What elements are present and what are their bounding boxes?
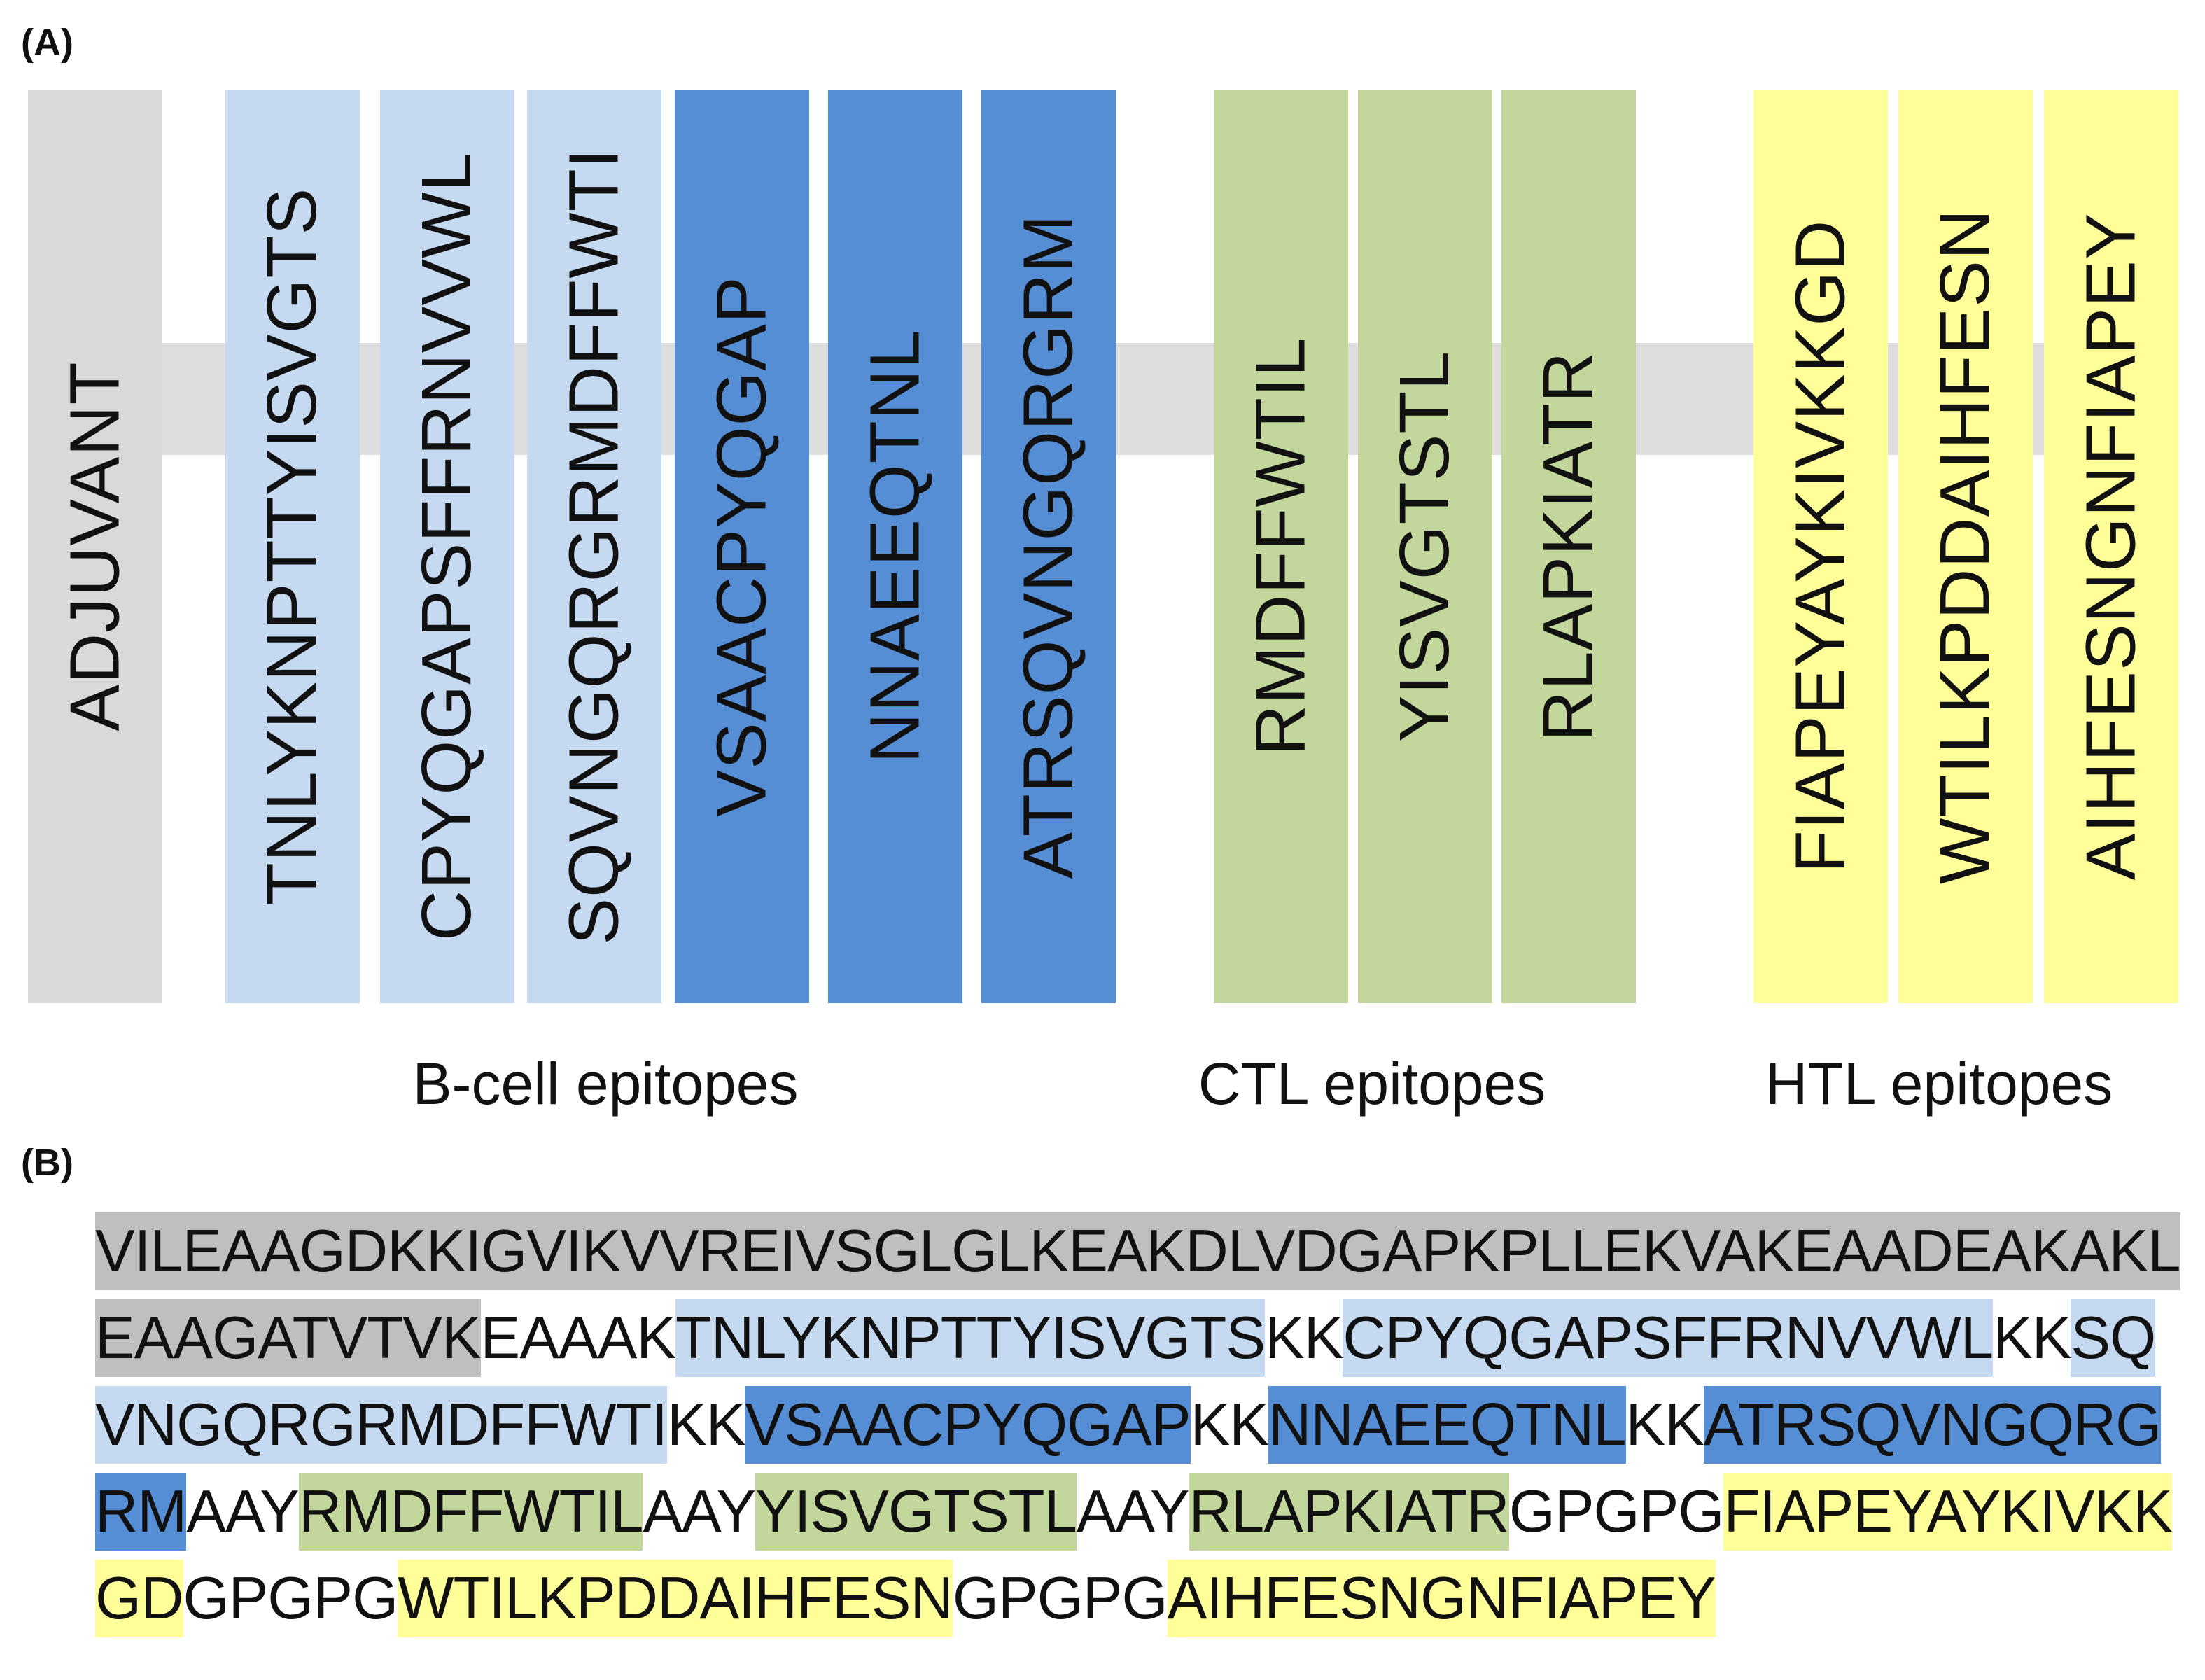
linker-segment: KK: [1190, 1392, 1269, 1458]
highlighted-segment: AIHFESNGNFIAPEY: [1167, 1560, 1716, 1637]
block-label: RMDFFWTIL: [1241, 337, 1320, 756]
epitope-block: SQVNGQRGRMDFFWTI: [527, 90, 662, 1003]
block-label: AIHFESNGNFIAPEY: [2071, 212, 2150, 881]
block-label: CPYQGAPSFFRNVVWL: [407, 151, 486, 941]
linker-segment: KK: [1993, 1305, 2071, 1371]
linker-segment: GPGPG: [183, 1565, 399, 1632]
ctl-epitopes-caption: CTL epitopes: [1198, 1051, 1546, 1116]
linker-segment: AAY: [643, 1478, 756, 1545]
epitope-block: NNAEEQTNL: [828, 90, 962, 1003]
highlighted-segment: WTILKPDDAIHFESN: [398, 1560, 953, 1637]
epitope-block: RLAPKIATR: [1502, 90, 1636, 1003]
block-label: RLAPKIATR: [1529, 351, 1608, 742]
epitope-block: ATRSQVNGQRGRM: [981, 90, 1116, 1003]
block-label: FIAPEYAYKIVKKGD: [1781, 219, 1860, 874]
linker-segment: AAY: [186, 1478, 300, 1545]
epitope-block: TNLYKNPTTYISVGTS: [225, 90, 360, 1003]
epitope-block: VSAACPYQGAP: [675, 90, 809, 1003]
linker-segment: AAY: [1076, 1478, 1190, 1545]
highlighted-segment: TNLYKNPTTYISVGTS: [676, 1299, 1266, 1377]
epitope-block: CPYQGAPSFFRNVVWL: [380, 90, 514, 1003]
adjuvant-block: ADJUVANT: [28, 90, 162, 1003]
linker-segment: KK: [667, 1392, 746, 1458]
linker-segment: KK: [1625, 1392, 1704, 1458]
highlighted-segment: YISVGTSTL: [755, 1473, 1077, 1550]
block-label: NNAEEQTNL: [855, 329, 934, 764]
epitope-block: YISVGTSTL: [1358, 90, 1492, 1003]
bcell-epitopes-caption: B-cell epitopes: [412, 1051, 799, 1116]
highlighted-segment: RMDFFWTIL: [298, 1473, 643, 1550]
linker-segment: GPGPG: [952, 1565, 1168, 1632]
vaccine-sequence: VILEAAGDKKIGVIKVVREIVSGLGLKEAKDLVDGAPKPL…: [95, 1208, 2188, 1642]
block-label: TNLYKNPTTYISVGTS: [253, 187, 332, 906]
linker-segment: KK: [1265, 1305, 1343, 1371]
block-label: VSAACPYQGAP: [702, 276, 781, 817]
highlighted-segment: VSAACPYQGAP: [745, 1386, 1191, 1464]
block-label: ADJUVANT: [55, 361, 134, 732]
epitope-block: AIHFESNGNFIAPEY: [2044, 90, 2178, 1003]
htl-epitopes-caption: HTL epitopes: [1765, 1051, 2113, 1116]
epitope-block: FIAPEYAYKIVKKGD: [1754, 90, 1888, 1003]
highlighted-segment: RLAPKIATR: [1189, 1473, 1510, 1550]
panel-a-label: (A): [21, 22, 74, 64]
epitope-block: RMDFFWTIL: [1214, 90, 1348, 1003]
epitope-block: WTILKPDDAIHFESN: [1898, 90, 2033, 1003]
highlighted-segment: CPYQGAPSFFRNVVWL: [1343, 1299, 1994, 1377]
panel-b-label: (B): [21, 1142, 74, 1184]
linker-segment: EAAAK: [480, 1305, 676, 1371]
block-label: YISVGTSTL: [1385, 350, 1464, 743]
block-label: SQVNGQRGRMDFFWTI: [554, 148, 634, 945]
highlighted-segment: NNAEEQTNL: [1268, 1386, 1626, 1464]
block-label: ATRSQVNGQRGRM: [1009, 214, 1088, 879]
linker-segment: GPGPG: [1508, 1478, 1725, 1545]
block-label: WTILKPDDAIHFESN: [1926, 208, 2005, 885]
